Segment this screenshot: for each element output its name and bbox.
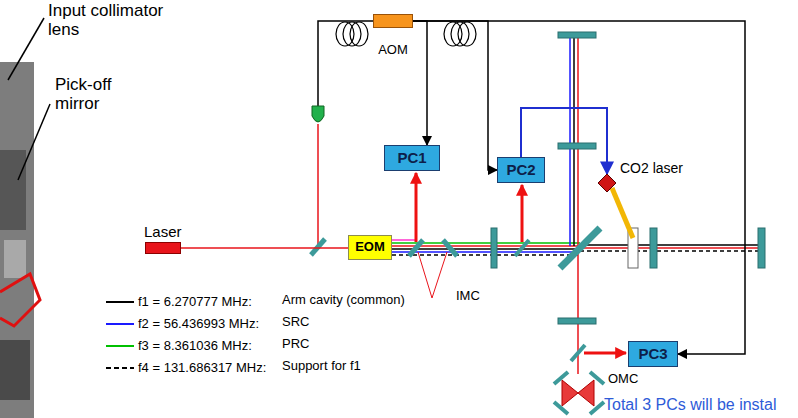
eom-box: EOM	[348, 235, 392, 260]
beam-carrier	[580, 247, 758, 249]
omc-bowtie	[562, 380, 594, 406]
leader-line	[18, 104, 50, 180]
mirror	[558, 143, 596, 149]
laser-source: Laser	[145, 242, 181, 254]
signal-connector	[413, 21, 427, 145]
beam-splitter	[560, 228, 600, 268]
legend-line	[106, 345, 134, 347]
leader-line	[8, 18, 44, 80]
note-text: Total 3 PCs will be instal	[604, 396, 777, 414]
fiber-coil	[350, 22, 368, 46]
co2-beam	[612, 188, 633, 238]
end-mirror	[558, 32, 596, 38]
photo-detail	[0, 340, 30, 400]
collimator-lens	[312, 106, 324, 122]
legend-description: SRC	[282, 315, 309, 329]
fiber-coil	[458, 22, 476, 46]
pc-box: PC3	[628, 341, 678, 367]
signal-connector	[181, 247, 348, 249]
node-text: EOM	[355, 240, 385, 255]
input-mirror	[650, 228, 657, 268]
node-text: PC3	[638, 345, 668, 362]
recycling-mirror	[491, 228, 497, 268]
pc-box: PC1	[384, 145, 440, 171]
mirror	[558, 318, 596, 324]
end-mirror	[758, 228, 765, 268]
beam-f1	[580, 244, 758, 246]
aom-box: AOM	[373, 14, 413, 28]
beam-f1	[392, 248, 580, 250]
omc-mirror	[554, 402, 568, 414]
imc-beam	[418, 252, 447, 298]
legend-line-sample	[104, 293, 134, 311]
pickoff-mirror	[311, 239, 325, 255]
legend-line-sample	[104, 337, 134, 355]
legend-text: f3 = 8.361036 MHz:	[138, 338, 252, 353]
beam-f4	[580, 250, 758, 252]
laser-beam	[317, 124, 319, 246]
legend-description: PRC	[282, 337, 309, 351]
node-text: Laser	[144, 223, 182, 240]
co2-laser: CO2 laser	[598, 174, 616, 192]
legend-text: f2 = 56.436993 MHz:	[138, 316, 259, 331]
beam-sideband	[392, 239, 416, 241]
optical-fiber	[318, 21, 373, 106]
legend-text: f1 = 6.270777 MHz:	[138, 294, 252, 309]
signal-connector	[413, 21, 745, 354]
beam-f2	[392, 251, 580, 253]
pickoff-beam-arrow	[415, 173, 418, 242]
pickoff-mirror	[515, 240, 529, 256]
node-text: PC1	[397, 149, 427, 166]
legend-line-sample	[104, 359, 134, 377]
pc-box: PC2	[497, 157, 545, 183]
omc-mirror	[590, 372, 604, 384]
node-text: PC2	[506, 161, 536, 178]
legend-line	[106, 323, 134, 325]
legend-text: f4 = 131.686317 MHz:	[138, 360, 266, 375]
legend-line-sample	[104, 315, 134, 333]
legend-line	[106, 367, 134, 369]
legend-description: Arm cavity (common)	[282, 293, 405, 307]
pickoff-beam-arrow	[584, 352, 626, 355]
legend-line	[106, 301, 134, 303]
laser-diamond	[598, 174, 616, 192]
omc-mirror	[590, 402, 604, 414]
beam-carrier	[577, 38, 579, 246]
photo-strip	[0, 62, 34, 418]
beam-f1	[573, 38, 575, 246]
imc-mirror	[443, 240, 457, 256]
diamond-outline	[598, 174, 616, 192]
pickoff-beam-arrow	[521, 185, 524, 242]
part-label: OMC	[608, 372, 638, 386]
photo-detail	[4, 240, 26, 278]
beam-f4	[392, 254, 580, 256]
pickoff-mirror	[571, 345, 585, 361]
photo-highlight	[0, 274, 40, 326]
node-text: AOM	[378, 43, 408, 58]
imc-mirror	[409, 240, 423, 256]
part-label: Pick-off mirror	[55, 76, 140, 113]
part-label: IMC	[456, 289, 480, 303]
legend-description: Support for f1	[282, 359, 361, 373]
part-label: Input collimator lens	[48, 2, 183, 39]
node-text: CO2 laser	[620, 160, 683, 176]
omc-mirror	[554, 372, 568, 384]
photo-detail	[0, 150, 26, 230]
beam-f2	[569, 38, 571, 246]
